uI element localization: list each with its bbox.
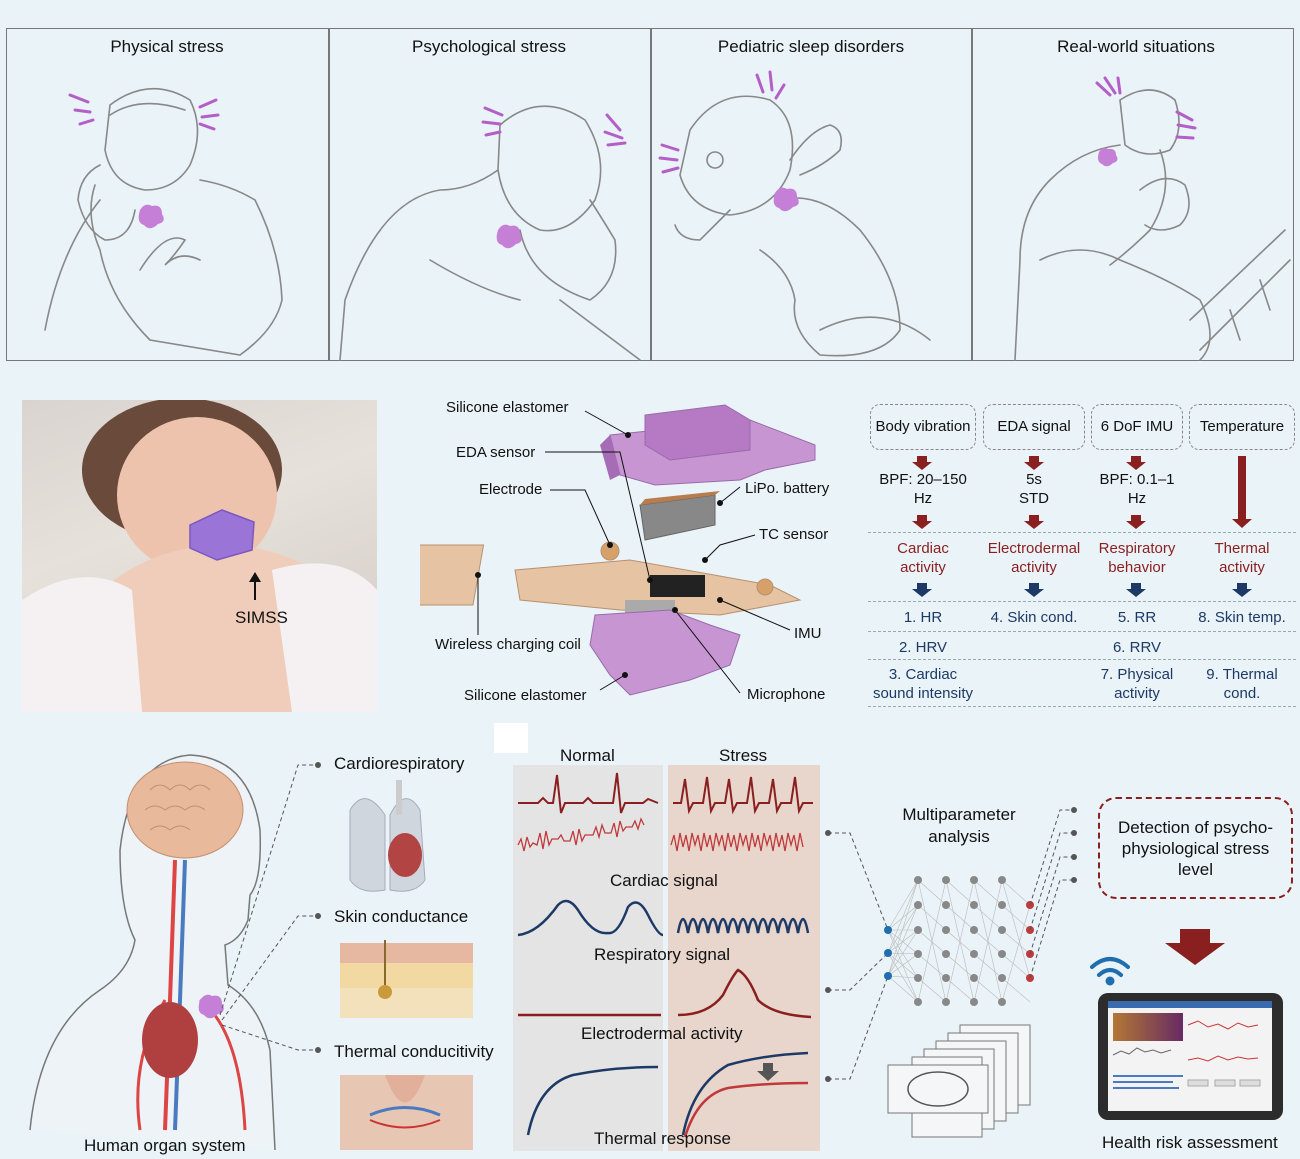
activity-cardiac: Cardiac activity (897, 540, 949, 576)
filter-body-vibration: BPF: 20–150 Hz (879, 471, 967, 507)
psychological-stress-person-illustration (339, 105, 641, 361)
param-rrv: 6. RRV (1112, 639, 1162, 656)
realworld-caregiver-illustration (1014, 89, 1291, 361)
activity-thermal: Thermal activity (1214, 540, 1270, 576)
label-thermal-response: Thermal response (594, 1129, 732, 1148)
scenario-illustrations (44, 70, 1291, 361)
label-wireless-coil: Wireless charging coil (435, 636, 581, 653)
label-skin-conductance: Skin conductance (334, 907, 469, 926)
table-arrows (912, 456, 1252, 597)
label-normal: Normal (560, 746, 615, 765)
filter-imu: BPF: 0.1–1 Hz (1099, 471, 1175, 507)
param-rr: 5. RR (1117, 609, 1157, 626)
stress-marks (68, 70, 1197, 174)
param-skin-cond: 4. Skin cond. (990, 609, 1078, 626)
label-electrode: Electrode (479, 481, 543, 498)
label-stress: Stress (719, 746, 768, 765)
param-physical-activity: 7. Physical activity (1100, 666, 1174, 702)
stress-detection-box: Detection of psycho-physiological stress… (1098, 797, 1293, 899)
label-silicone-top: Silicone elastomer (446, 399, 569, 416)
label-cardiac-signal: Cardiac signal (610, 871, 718, 890)
panel-title-physical: Physical stress (110, 37, 224, 56)
table-divider (868, 659, 1296, 660)
column-header-body-vibration: Body vibration (870, 404, 976, 450)
param-hrv: 2. HRV (898, 639, 948, 656)
table-divider (868, 706, 1296, 707)
column-header-imu: 6 DoF IMU (1091, 404, 1183, 450)
activity-respiratory: Respiratory behavior (1098, 540, 1176, 576)
param-hr: 1. HR (903, 609, 943, 626)
simss-label: SIMSS (235, 608, 288, 627)
label-silicone-bottom: Silicone elastomer (464, 687, 587, 704)
param-skin-temp: 8. Skin temp. (1198, 609, 1286, 626)
exploded-device-diagram (420, 404, 816, 696)
table-divider (868, 532, 1296, 533)
label-human-organ-system: Human organ system (84, 1136, 246, 1155)
panel-title-pediatric: Pediatric sleep disorders (717, 37, 905, 56)
param-thermal-cond: 9. Thermal cond. (1206, 666, 1278, 702)
physical-stress-person-illustration (44, 87, 283, 356)
panel-divider (971, 28, 973, 361)
panel-title-psychological: Psychological stress (411, 37, 566, 56)
column-header-eda-signal: EDA signal (983, 404, 1085, 450)
brain-outline-icon (907, 1071, 969, 1107)
label-thermal-conductivity: Thermal conducitivity (334, 1042, 494, 1061)
blank-box (494, 723, 528, 753)
human-organ-illustration (29, 754, 473, 1151)
label-multiparameter-analysis: Multiparameter analysis (902, 805, 1016, 846)
skin-layers-image (340, 940, 473, 1018)
panel-divider (650, 28, 652, 361)
neural-network-diagram (825, 807, 1077, 1138)
silicone-elastomer-top (600, 404, 816, 486)
label-imu: IMU (794, 625, 822, 642)
panel-divider (328, 28, 330, 361)
thermal-tissue-image (340, 1075, 473, 1150)
lungs-heart-image (349, 780, 426, 892)
label-respiratory-signal: Respiratory signal (594, 945, 731, 964)
table-divider (868, 631, 1296, 632)
signal-traces (517, 772, 813, 1138)
device-marks (138, 148, 1118, 249)
label-cardiorespiratory: Cardiorespiratory (334, 754, 465, 773)
label-lipo-battery: LiPo. battery (745, 480, 830, 497)
label-electrodermal: Electrodermal activity (581, 1024, 743, 1043)
tablet-dashboard-image (1090, 957, 1283, 1120)
param-cardiac-sound: 3. Cardiac sound intensity (872, 666, 974, 702)
label-eda-sensor: EDA sensor (456, 444, 536, 461)
down-arrow-icon (1165, 929, 1225, 965)
activity-electrodermal: Electrodermal activity (987, 540, 1081, 576)
infant-with-device-photo: SIMSS (22, 400, 377, 712)
panel-title-realworld: Real-world situations (1057, 37, 1215, 56)
flex-circuit (420, 541, 802, 616)
label-health-risk: Health risk assessment (1102, 1133, 1278, 1152)
table-divider (868, 601, 1296, 602)
label-tc-sensor: TC sensor (759, 526, 829, 543)
label-detection: Detection of psycho-physiological stress… (1118, 817, 1273, 879)
chip (650, 575, 705, 597)
pediatric-baby-illustration (674, 95, 931, 357)
wifi-icon (1090, 957, 1130, 986)
lipo-battery-shape (639, 494, 716, 541)
column-header-temperature: Temperature (1189, 404, 1295, 450)
label-microphone: Microphone (747, 686, 826, 703)
filter-eda: 5s STD (1019, 471, 1049, 507)
